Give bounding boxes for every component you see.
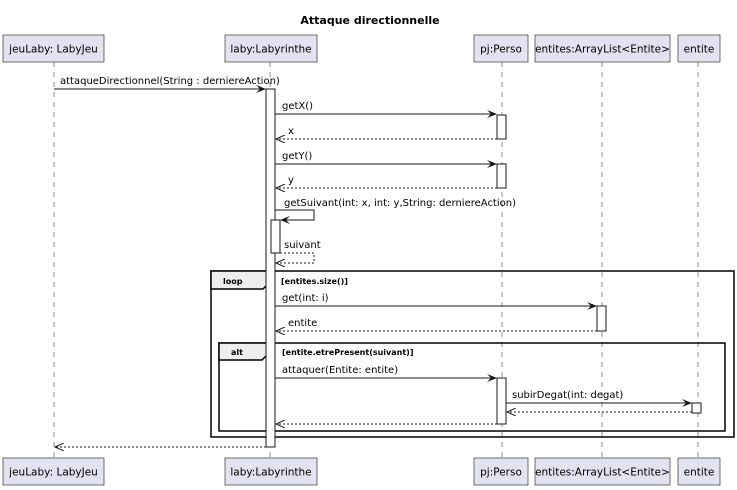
participant-laby-bottom: laby:Labyrinthe [224,457,318,486]
participant-pj-bottom: pj:Perso [473,457,529,486]
participant-jeulaby-bottom: jeuLaby: LabyJeu [2,457,105,486]
participant-label: laby:Labyrinthe [230,467,311,479]
message-attaquedirectionnel: attaqueDirectionnel(String : derniereAct… [54,76,280,93]
activation-laby-getsuivant [270,219,281,254]
participant-label: entite [684,44,715,56]
participant-entite-bottom: entite [677,457,721,486]
loop-fragment: loop [entites.size()] [210,270,735,438]
message-getsuivant: getSuivant(int: x, int: y,String: dernie… [275,198,516,224]
loop-keyword: loop [223,277,243,286]
participant-label: pj:Perso [480,44,522,56]
return-label: x [288,126,294,137]
activation-entites-get [596,305,607,332]
return-suivant: suivant [276,240,321,263]
participant-jeulaby-top: jeuLaby: LabyJeu [2,34,105,63]
activation-pj-attaquer [496,377,507,425]
participant-label: laby:Labyrinthe [230,44,311,56]
activation-pj-gety [496,163,507,189]
participant-label: pj:Perso [480,467,522,479]
participant-entites-top: entites:ArrayList<Entite> [534,34,671,63]
message-getx: getX() [275,101,497,118]
message-label: getSuivant(int: x, int: y,String: dernie… [284,198,516,209]
return-label: suivant [284,240,321,251]
participant-pj-top: pj:Perso [473,34,529,63]
message-label: subirDegat(int: degat) [512,390,623,401]
participant-entite-top: entite [677,34,721,63]
participant-laby-top: laby:Labyrinthe [224,34,318,63]
activation-entite-subirdegat [691,402,702,414]
message-subirdegat: subirDegat(int: degat) [506,390,692,407]
loop-guard: [entites.size()] [281,277,348,286]
return-entite: entite [276,318,597,331]
participant-label: entite [684,467,715,479]
alt-guard: [entite.etrePresent(suivant)] [282,348,414,357]
return-label: y [288,175,294,186]
return-label: entite [288,318,317,329]
message-label: attaqueDirectionnel(String : derniereAct… [60,76,280,87]
return-x: x [276,126,497,139]
activation-laby [265,88,276,448]
participant-label: entites:ArrayList<Entite> [535,467,670,479]
message-attaquer: attaquer(Entite: entite) [275,365,497,382]
participant-label: entites:ArrayList<Entite> [535,44,670,56]
participant-label: jeuLaby: LabyJeu [8,44,98,56]
message-label: get(int: i) [282,293,329,304]
message-label: attaquer(Entite: entite) [282,365,398,376]
activation-pj-getx [496,114,507,140]
message-label: getY() [282,151,312,162]
message-gety: getY() [275,151,497,168]
alt-fragment: alt [entite.etrePresent(suivant)] [218,342,726,432]
message-get: get(int: i) [275,293,597,310]
participant-label: jeuLaby: LabyJeu [8,467,98,479]
participant-entites-bottom: entites:ArrayList<Entite> [534,457,671,486]
diagram-title: Attaque directionnelle [300,14,439,27]
return-y: y [276,175,497,188]
message-label: getX() [282,101,313,112]
alt-keyword: alt [231,348,243,357]
